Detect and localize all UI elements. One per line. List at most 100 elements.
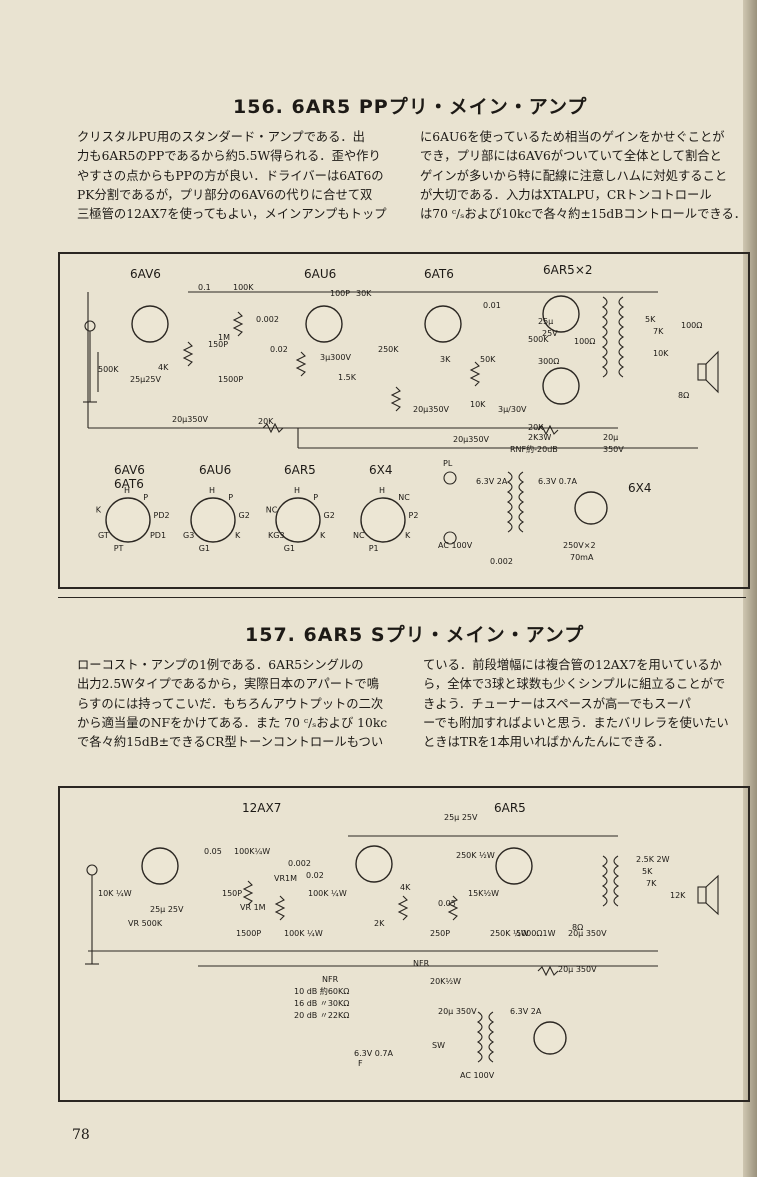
tube-6x4-icon — [574, 491, 608, 525]
body-line: ている．前段増幅には複合管の12AX7を用いているか — [423, 658, 722, 672]
schematic-label: RNF約-20dB — [510, 444, 558, 454]
schematic-label: 20K — [258, 417, 274, 426]
schematic-label: G1 — [284, 544, 295, 553]
schematic-label: 0.02 — [270, 345, 288, 354]
schematic-label: 500K — [98, 365, 119, 374]
schematic-label: 250P — [430, 929, 450, 938]
section-157-body-right: ている．前段増幅には複合管の12AX7を用いているから，全体で3球と球数も少くシ… — [423, 656, 729, 752]
schematic-label: 16 dB 〃30KΩ — [294, 999, 349, 1008]
tube-6au6-icon — [305, 305, 343, 343]
schematic-label: 10K — [470, 400, 486, 409]
schematic-label: 12K — [670, 891, 686, 900]
schematic-label: 150P — [208, 340, 228, 349]
schematic-label: 25μ 25V — [444, 813, 478, 822]
input-jack-icon — [84, 320, 96, 332]
schematic-label: NC — [398, 493, 410, 502]
tube-12ax7-b-icon — [355, 845, 393, 883]
section-157-title: 157. 6AR5 Sプリ・メイン・アンプ — [245, 624, 585, 646]
socket-diagrams — [105, 497, 406, 543]
body-line: が大切である．入力はXTALPU，CRトンコトロール — [420, 187, 712, 202]
schematic-label: P — [313, 493, 318, 502]
schematic-label: NFR — [322, 975, 339, 984]
body-line: でき，プリ部には6AV6がついていて全体として割合と — [420, 149, 722, 164]
section-156-title: 156. 6AR5 PPプリ・メイン・アンプ — [233, 96, 588, 118]
schematic-label: 6.3V 2A — [510, 1007, 542, 1016]
schematic-label: P2 — [409, 511, 419, 520]
schematic-label: 4K — [400, 883, 411, 892]
body-line: クリスタルPU用のスタンダード・アンプである．出 — [77, 130, 365, 144]
schematic-label: G2 — [324, 511, 335, 520]
tube-12ax7-a-icon — [141, 847, 179, 885]
schematic-label: 350V — [603, 445, 624, 454]
schematic-label: 6AV6 — [114, 463, 145, 477]
tube-6ar5-single-icon — [495, 847, 533, 885]
body-line: ローコスト・アンプの1例である．6AR5シングルの — [77, 658, 364, 672]
schematic-label: VR 500K — [128, 919, 163, 928]
schematic-label: 20μ 350V — [438, 1007, 477, 1016]
schematic-label: 0.1 — [198, 283, 211, 292]
schematic-label: 3μ/30V — [498, 405, 527, 414]
schematic-label: H — [379, 486, 385, 495]
schematic-label: KG3 — [268, 531, 285, 540]
schematic-label: 2.5K 2W — [636, 855, 670, 864]
schematic-label: PT — [114, 544, 124, 553]
schematic-label: 1500P — [236, 929, 261, 938]
schematic-label: K — [96, 506, 102, 515]
schematic-label: 10 dB 約60KΩ — [294, 986, 349, 996]
schematic-label: 6AV6 — [130, 267, 161, 281]
schematic-label: 6AR5 — [284, 463, 316, 477]
tube-6av6-icon — [131, 305, 169, 343]
schematic-label: 5K — [645, 315, 656, 324]
schematic-label: VR1M — [274, 874, 297, 883]
body-line: ーでも附加すればよいと思う．またバリレラを使いたい — [423, 715, 729, 730]
schematic-label: 20K — [528, 423, 544, 432]
schematic-label: F — [358, 1059, 363, 1068]
schematic-label: PL — [443, 459, 453, 468]
body-line: で各々約15dB±できるCR型トーンコントロールもつい — [77, 735, 384, 750]
pilot-lamp-icon — [443, 471, 457, 485]
schematic-label: 6AU6 — [304, 267, 336, 281]
body-line: 三極管の12AX7を使ってもよい，メインアンプもトップ — [77, 207, 387, 222]
schematic-label: AC 100V — [438, 541, 473, 550]
schematic-label: 25V — [542, 329, 558, 338]
schematic-label: 50K — [480, 355, 496, 364]
body-line: ら，全体で3球と球数も少くシンプルに組立ることがで — [423, 677, 726, 692]
schematic-label: 0.002 — [288, 859, 311, 868]
schematic-label: H — [124, 486, 130, 495]
tube-6ar5-b-icon — [542, 367, 580, 405]
schematic-label: 30K — [356, 289, 372, 298]
schematic-label: 6AR5×2 — [543, 263, 593, 277]
schematic-label: 250K — [378, 345, 399, 354]
body-line: から適当量のNFをかけてある．また 70 ᶜ/ₛおよび 10kc — [77, 715, 388, 730]
schematic-label: 0.05 — [438, 899, 456, 908]
schematic-label: 6.3V 0.7A — [354, 1049, 393, 1058]
schematic-label: 100Ω — [574, 337, 595, 346]
body-line: ゲインが多いから特に配線に注意しハムに対処すること — [420, 168, 728, 183]
tube-6at6-icon — [424, 305, 462, 343]
schematic-label: 4K — [158, 363, 169, 372]
schematic-label: 70mA — [570, 553, 594, 562]
schematic-label: 100K ¼W — [308, 889, 347, 898]
schematic-label: 20μ350V — [172, 415, 209, 424]
schematic-label: 6AT6 — [424, 267, 454, 281]
schematic-label: 20 dB 〃22KΩ — [294, 1011, 349, 1020]
schematic-label: 10K ¼W — [98, 889, 132, 898]
tube-6ar5-a-icon — [542, 295, 580, 333]
schematic-label: 20μ350V — [453, 435, 490, 444]
schematic-label: 500K — [528, 335, 549, 344]
schematic-label: 25μ25V — [130, 375, 161, 384]
schematic-label: 6AT6 — [114, 477, 144, 491]
body-line: 出力2.5Wタイプであるから，実際日本のアパートで鳴 — [77, 677, 379, 692]
schematic-label: K — [320, 531, 326, 540]
schematic-label: 6X4 — [369, 463, 393, 477]
section-156-body-left: クリスタルPU用のスタンダード・アンプである．出力も6AR5のPPであるから約5… — [77, 128, 387, 224]
schematic-label: 6.3V 0.7A — [538, 477, 577, 486]
schematic-label: 0.02 — [306, 871, 324, 880]
schematic-label: NC — [353, 531, 365, 540]
schematic-label: 100K¼W — [234, 847, 270, 856]
schematic-label: PD2 — [154, 511, 170, 520]
schematic-label: 20μ — [603, 433, 618, 442]
schematic-label: 10K — [653, 349, 669, 358]
schematic-label: 0.002 — [490, 557, 513, 566]
schematic-157-frame — [58, 786, 750, 1102]
